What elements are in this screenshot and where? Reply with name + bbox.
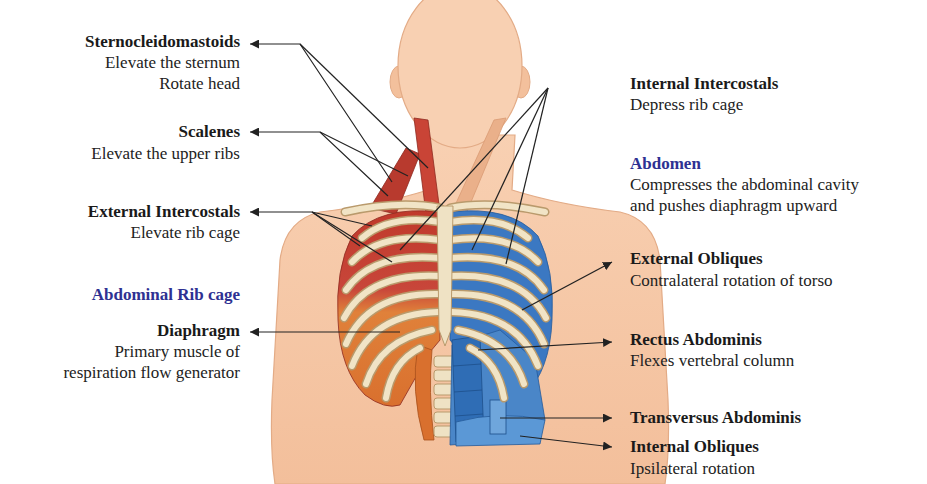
muscle-name: Rectus Abdominis bbox=[630, 329, 762, 350]
muscle-function: Contralateral rotation of torso bbox=[630, 270, 833, 291]
muscle-function: Elevate rib cage bbox=[131, 222, 241, 243]
ribs bbox=[344, 205, 546, 398]
leader-lines bbox=[250, 44, 612, 447]
rectus-segments bbox=[453, 364, 483, 416]
muscle-function: Flexes vertebral column bbox=[630, 350, 794, 371]
neck-muscle bbox=[452, 118, 506, 214]
muscle-function: Depress rib cage bbox=[630, 94, 743, 115]
muscle-name: Sternocleidomastoids bbox=[85, 31, 240, 52]
muscle-name: External Obliques bbox=[630, 248, 763, 269]
muscle-function: Compresses the abdominal cavity and push… bbox=[630, 174, 870, 216]
muscle-name: Scalenes bbox=[179, 121, 240, 142]
muscle-name: External Intercostals bbox=[88, 201, 240, 222]
muscle-function: Elevate the upper ribs bbox=[91, 143, 240, 164]
sternum bbox=[437, 206, 453, 346]
diaphragm-crus bbox=[415, 345, 434, 440]
muscle-name: Diaphragm bbox=[157, 320, 240, 341]
muscle-function: Ipsilateral rotation bbox=[630, 458, 755, 479]
muscle-name: Transversus Abdominis bbox=[630, 407, 801, 428]
ribs-outline bbox=[344, 205, 546, 398]
muscle-function: Primary muscle of respiration flow gener… bbox=[50, 341, 240, 383]
muscle-name: Internal Intercostals bbox=[630, 73, 778, 94]
section-heading: Abdominal Rib cage bbox=[92, 284, 240, 305]
muscle-function: Elevate the sternum Rotate head bbox=[90, 52, 240, 94]
muscle-name: Internal Obliques bbox=[630, 436, 759, 457]
sternocleidomastoid-muscle bbox=[414, 118, 440, 214]
section-heading: Abdomen bbox=[630, 153, 701, 174]
transversus-abdominis bbox=[490, 400, 506, 434]
